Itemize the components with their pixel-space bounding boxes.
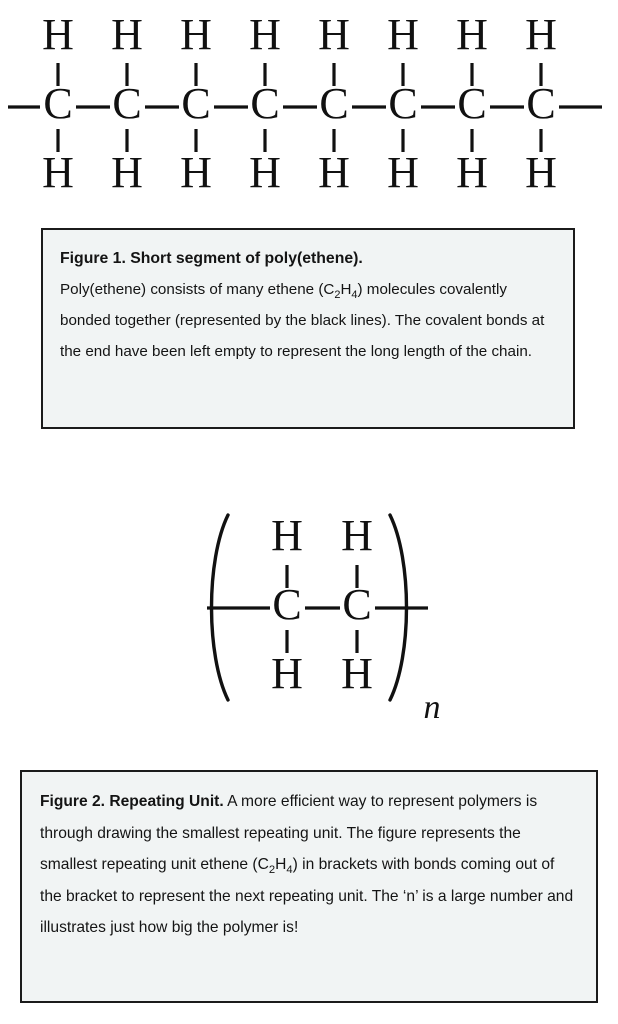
atom-hydrogen-bottom-6: H bbox=[387, 148, 419, 197]
atom-hydrogen-top-2: H bbox=[111, 10, 143, 59]
atom-hydrogen-top-3: H bbox=[180, 10, 212, 59]
figure-1-subscript-2: 2 bbox=[334, 289, 341, 302]
figure-1-caption-title: Figure 1. Short segment of poly(ethene). bbox=[60, 250, 363, 267]
figure-2-caption-body-part3: ) in brackets with bonds coming out of t… bbox=[40, 856, 574, 936]
atom-carbon-6: C bbox=[388, 79, 417, 128]
atom-carbon-2: C bbox=[112, 79, 141, 128]
atom-hydrogen-bottom-2: H bbox=[341, 649, 373, 698]
atom-hydrogen-top-4: H bbox=[249, 10, 281, 59]
figure-1-caption-box: Figure 1. Short segment of poly(ethene).… bbox=[41, 228, 575, 429]
atom-hydrogen-bottom-3: H bbox=[180, 148, 212, 197]
atom-hydrogen-bottom-1: H bbox=[42, 148, 74, 197]
atom-hydrogen-top-5: H bbox=[318, 10, 350, 59]
repeating-unit-drawing: C C H H H H n bbox=[207, 511, 441, 726]
atom-hydrogen-bottom-8: H bbox=[525, 148, 557, 197]
atom-hydrogen-top-1: H bbox=[271, 511, 303, 560]
figure-1-structure: C C C C C C C C H H H H H H H H H H H H … bbox=[0, 0, 618, 215]
figure-1-caption-body-part2: H bbox=[340, 281, 352, 298]
atom-hydrogen-bottom-7: H bbox=[456, 148, 488, 197]
atom-hydrogen-top-2: H bbox=[341, 511, 373, 560]
figure-2-subscript-4: 4 bbox=[286, 864, 293, 877]
figure-1-caption-text: Figure 1. Short segment of poly(ethene).… bbox=[60, 243, 556, 367]
figure-2-caption-body-part1: A more efficient way to represent polyme… bbox=[40, 793, 538, 873]
atom-hydrogen-top-6: H bbox=[387, 10, 419, 59]
atom-hydrogen-bottom-4: H bbox=[249, 148, 281, 197]
atom-hydrogen-bottom-2: H bbox=[111, 148, 143, 197]
figure-2-caption-box: Figure 2. Repeating Unit. A more efficie… bbox=[20, 770, 598, 1003]
subscript-n-label: n bbox=[424, 689, 441, 726]
atom-carbon-5: C bbox=[319, 79, 348, 128]
atom-hydrogen-bottom-5: H bbox=[318, 148, 350, 197]
atom-hydrogen-bottom-1: H bbox=[271, 649, 303, 698]
figure-2-caption-body-part2: H bbox=[275, 856, 287, 873]
atom-carbon-4: C bbox=[250, 79, 279, 128]
figure-1-subscript-4: 4 bbox=[351, 289, 358, 302]
poly-ethene-chain-drawing: C C C C C C C C H H H H H H H H H H H H … bbox=[8, 10, 602, 197]
figure-1-caption-body-part1: Poly(ethene) consists of many ethene (C bbox=[60, 281, 335, 298]
figure-1-caption-body-part3: ) molecules covalently bonded together (… bbox=[60, 281, 545, 360]
figure-2-caption-title: Figure 2. Repeating Unit. bbox=[40, 793, 224, 810]
figure-2-subscript-2: 2 bbox=[268, 864, 276, 877]
atom-carbon-2: C bbox=[342, 580, 371, 629]
atom-carbon-7: C bbox=[457, 79, 486, 128]
atom-hydrogen-top-7: H bbox=[456, 10, 488, 59]
figure-2-structure: C C H H H H n bbox=[0, 460, 618, 750]
figure-2-caption-text: Figure 2. Repeating Unit. A more efficie… bbox=[40, 786, 578, 944]
atom-carbon-8: C bbox=[526, 79, 555, 128]
atom-hydrogen-top-8: H bbox=[525, 10, 557, 59]
atom-hydrogen-top-1: H bbox=[42, 10, 74, 59]
atom-carbon-3: C bbox=[181, 79, 210, 128]
atom-carbon-1: C bbox=[43, 79, 72, 128]
atom-carbon-1: C bbox=[272, 580, 301, 629]
